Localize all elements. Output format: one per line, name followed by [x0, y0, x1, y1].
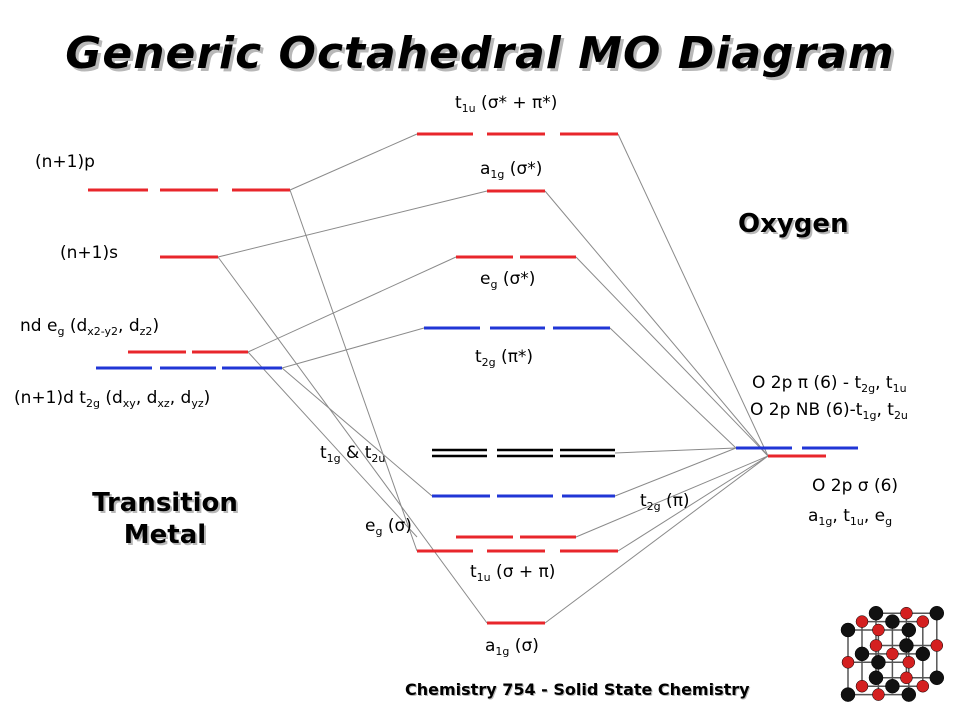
- correlation-line: [614, 447, 737, 497]
- correlation-line: [217, 256, 488, 624]
- mo-a1g-label: a1g (σ): [485, 636, 539, 658]
- oxygen-atom: [855, 615, 869, 628]
- metal-atom: [899, 638, 914, 653]
- correlation-line: [281, 367, 433, 497]
- oxygen-2p-nb-label: O 2p NB (6)-t1g, t2u: [750, 400, 908, 422]
- course-footer: Chemistry 754 - Solid State Chemistry: [405, 680, 750, 699]
- metal-np1p-label: (n+1)p: [35, 152, 95, 172]
- metal-atom: [868, 670, 884, 686]
- transition-metal-heading: Transition Metal: [92, 488, 238, 550]
- correlation-line: [575, 256, 769, 457]
- correlation-line: [289, 133, 418, 191]
- correlation-line: [217, 190, 488, 258]
- mo-t1u-star-label: t1u (σ* + π*): [455, 93, 558, 115]
- mo-eg-star-label: eg (σ*): [480, 269, 536, 291]
- correlation-line: [544, 455, 769, 624]
- correlation-line: [544, 190, 769, 457]
- metal-atom: [915, 646, 931, 662]
- oxygen-2p-sigma-symmetry-label: a1g, t1u, eg: [808, 506, 893, 528]
- metal-np1s-label: (n+1)s: [60, 243, 118, 263]
- metal-atom: [929, 605, 945, 621]
- correlation-line: [247, 351, 418, 538]
- metal-t2g-label: (n+1)d t2g (dxy, dxz, dyz): [14, 388, 211, 410]
- oxygen-heading: Oxygen: [738, 209, 849, 239]
- energy-levels: [88, 132, 858, 625]
- oxygen-2p-sigma-label: O 2p σ (6): [812, 476, 899, 496]
- oxygen-atom: [900, 671, 913, 685]
- metal-atom: [901, 687, 917, 702]
- oxygen-atom: [916, 679, 930, 693]
- oxygen-2p-pi-label: O 2p π (6) - t2g, t1u: [752, 373, 907, 395]
- oxygen-atom: [855, 679, 869, 693]
- metal-atom: [871, 655, 886, 670]
- correlation-line: [617, 455, 769, 552]
- correlation-line: [609, 327, 737, 449]
- oxygen-atom: [900, 606, 913, 620]
- correlation-line: [614, 447, 737, 454]
- oxygen-atom: [869, 639, 883, 652]
- oxygen-atom: [872, 688, 885, 701]
- mo-t1g-t2u-label: t1g & t2u: [320, 443, 386, 465]
- correlation-line: [617, 133, 769, 457]
- mo-eg-sigma-label: eg (σ): [365, 516, 412, 538]
- metal-atom: [840, 622, 856, 638]
- metal-atom: [885, 678, 900, 694]
- metal-atom: [901, 622, 917, 638]
- correlation-line: [289, 189, 418, 552]
- metal-atom: [854, 646, 870, 662]
- oxygen-atom: [916, 615, 930, 628]
- oxygen-atom: [902, 656, 916, 669]
- oxygen-atom: [841, 656, 855, 669]
- mo-t2g-star-label: t2g (π*): [475, 347, 534, 369]
- mo-t1u-label: t1u (σ + π): [470, 562, 556, 584]
- metal-atom: [868, 605, 884, 621]
- metal-nd-eg-label: nd eg (dx2-y2, dz2): [20, 316, 160, 338]
- correlation-line: [281, 327, 425, 369]
- metal-atom: [885, 614, 900, 629]
- correlation-lines: [217, 133, 769, 624]
- page-title: Generic Octahedral MO Diagram: [65, 28, 895, 79]
- correlation-line: [575, 455, 769, 538]
- crystal-structure-icon: [840, 605, 945, 702]
- mo-t2g-pi-label: t2g (π): [640, 491, 690, 513]
- mo-a1g-star-label: a1g (σ*): [480, 159, 543, 181]
- oxygen-atom: [930, 639, 944, 652]
- oxygen-atom: [886, 647, 899, 661]
- oxygen-atom: [872, 623, 885, 637]
- correlation-line: [247, 256, 457, 353]
- metal-atom: [929, 670, 945, 686]
- metal-atom: [840, 687, 856, 702]
